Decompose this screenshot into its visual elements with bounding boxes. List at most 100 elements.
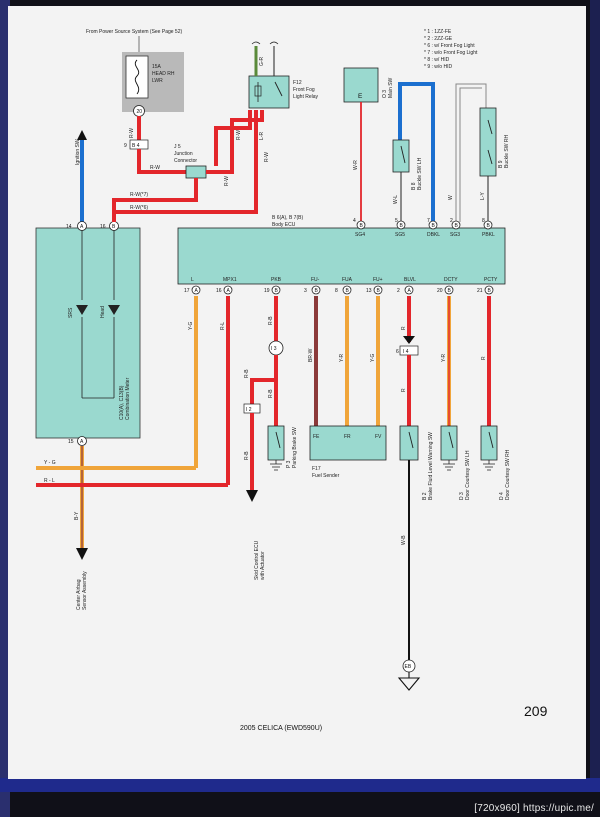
- ecu-top-pin: [483, 220, 493, 230]
- wire-w: W: [448, 195, 454, 200]
- ecu-top-terminal: SG5: [395, 232, 405, 238]
- junction-name-1: Junction: [174, 151, 193, 157]
- buckle-sw-rh: [479, 107, 497, 177]
- svg-text:B: B: [377, 288, 381, 294]
- buckle-rh-name: Buckle SW RH: [504, 135, 510, 168]
- wire-r-w-relay3: R-W: [264, 152, 270, 162]
- ecu-top-pin: [428, 220, 438, 230]
- wire-r-w-relay1: R-W: [236, 130, 242, 140]
- wire-l-y: L-Y: [480, 192, 486, 200]
- ecu-top-terminal: DBKL: [427, 232, 440, 238]
- ecu-top-pin-number: 4: [353, 218, 356, 224]
- main-sw-id: O 3: [382, 90, 388, 98]
- wire-y-r: Y-R: [339, 353, 345, 362]
- svg-text:15: 15: [68, 439, 74, 445]
- fuel-sender-name: Fuel Sender: [312, 473, 340, 479]
- svg-text:6: 6: [396, 349, 399, 355]
- buckle-lh-id: B 8: [411, 182, 417, 190]
- wire-r-blvl2: R: [401, 388, 407, 392]
- fuel-terminal: FE: [313, 434, 320, 440]
- body-ecu-name: Body ECU: [272, 222, 296, 228]
- ecu-bottom-pin: [484, 285, 494, 295]
- srs-led-icon: [76, 305, 88, 315]
- junction-connector: [185, 165, 207, 179]
- ecu-bottom-terminal: MPX1: [223, 277, 237, 283]
- ecu-top-pin-number: 5: [395, 218, 398, 224]
- ecu-top-terminal: PBKL: [482, 232, 495, 238]
- brake-fluid-name: Brake Fluid Level Warning SW: [428, 432, 434, 500]
- ecu-top-pin: [356, 220, 366, 230]
- ecu-bottom-pin-number: 19: [264, 288, 270, 294]
- ecu-bottom-pin-number: 21: [477, 288, 483, 294]
- front-fog-relay: [248, 75, 290, 109]
- fuel-sender: [309, 425, 387, 461]
- junction-name-2: Connector: [174, 158, 197, 164]
- power-source-note: From Power Source System (See Page 52): [86, 29, 182, 35]
- wire-r-y: Y-R: [441, 353, 447, 362]
- legend-1: * 1 : 1ZZ-FE: [424, 29, 452, 35]
- ecu-bottom-terminal: DCTY: [444, 277, 458, 283]
- wire-br-w: BR-W: [308, 348, 314, 362]
- ecu-bottom-pin-number: 2: [397, 288, 400, 294]
- wire-r-l: R-L: [220, 322, 226, 330]
- relay-id: F12: [293, 80, 302, 86]
- wire-r-b-1: R-B: [268, 316, 274, 325]
- arrow-up-icon: [77, 130, 87, 140]
- ecu-bottom-pin-number: 17: [184, 288, 190, 294]
- ecu-bottom-pin-number: 16: [216, 288, 222, 294]
- ecu-top-pin: [451, 220, 461, 230]
- legend-7: * 7 : w/o Front Fog Light: [424, 50, 478, 56]
- svg-text:9: 9: [124, 143, 127, 149]
- wire-w-b: W-B: [401, 535, 407, 545]
- wire-r-w-relay2: R-W: [224, 176, 230, 186]
- wire-r-b-4: R-B: [244, 451, 250, 460]
- pb-name: Parking Brake SW: [292, 427, 298, 468]
- page-number: 209: [524, 703, 548, 719]
- junction-id: J 5: [174, 144, 181, 150]
- svg-text:B: B: [315, 288, 319, 294]
- legend-8: * 8 : w/ HID: [424, 57, 450, 63]
- skid-ecu-2: with Actuator: [260, 551, 266, 580]
- svg-text:B: B: [112, 224, 116, 230]
- parking-brake-sw: [267, 425, 285, 461]
- svg-text:14: 14: [66, 224, 72, 230]
- head-label: Head: [100, 306, 106, 318]
- wire-y-g-left: Y - G: [44, 460, 56, 466]
- ecu-bottom-terminal: FU-: [311, 277, 320, 283]
- wire-g-r: G-R: [259, 56, 265, 66]
- body-ecu-id: B 6(A), B 7(B): [272, 215, 303, 221]
- relay-name-1: Front Fog: [293, 87, 315, 93]
- svg-text:A: A: [227, 288, 231, 294]
- wire-r-pcty: R: [481, 356, 487, 360]
- ecu-bottom-pin: [311, 285, 321, 295]
- svg-text:B: B: [488, 288, 492, 294]
- door-rh-id: D 4: [499, 492, 505, 500]
- feed-wire-main: [137, 149, 186, 174]
- ecu-bottom-terminal: PCTY: [484, 277, 498, 283]
- svg-text:B: B: [275, 288, 279, 294]
- ecu-bottom-pin-number: 3: [304, 288, 307, 294]
- arrow-down-icon-2: [246, 490, 258, 502]
- fuse-icon: [134, 59, 140, 95]
- svg-text:B: B: [487, 223, 491, 229]
- ecu-bottom-terminal: PKB: [271, 277, 282, 283]
- arrow-down-icon: [76, 548, 88, 560]
- buckle-sw-lh: [392, 139, 410, 173]
- wire-r-w7: R-W(*7): [130, 192, 148, 198]
- fuel-terminal: FR: [344, 434, 351, 440]
- buckle-lh-name: Buckle SW LH: [417, 157, 423, 190]
- conn-b4: B 4: [132, 143, 140, 149]
- watermark: [720x960] https://upic.me/: [474, 803, 594, 814]
- svg-text:A: A: [408, 288, 412, 294]
- door-rh-name: Door Courtesy SW RH: [505, 449, 511, 500]
- legend-2: * 2 : 2ZZ-GE: [424, 36, 453, 42]
- model-caption: 2005 CELICA (EWD590U): [240, 725, 322, 732]
- body-ecu: [177, 227, 506, 285]
- buckle-rh-id: B 9: [498, 160, 504, 168]
- wire-r-blvl: R: [401, 326, 407, 330]
- legend-9: * 9 : w/o HID: [424, 64, 452, 70]
- wire-r-b-2: R-B: [244, 369, 250, 378]
- svg-text:A: A: [80, 224, 84, 230]
- ecu-bottom-pin: [271, 285, 281, 295]
